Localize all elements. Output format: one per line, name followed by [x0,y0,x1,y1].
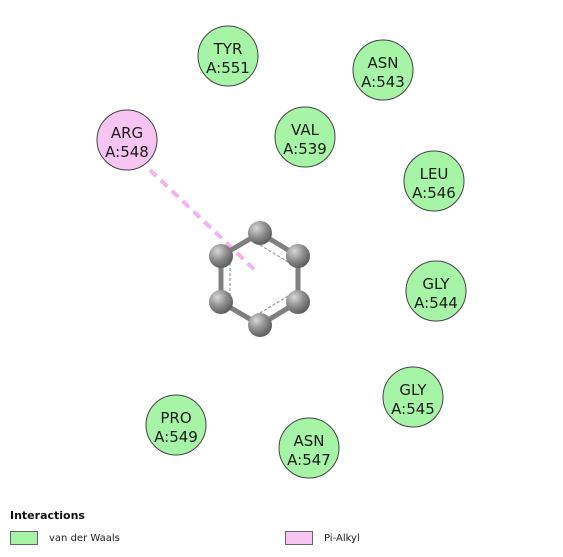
aromatic-bond [259,244,289,263]
aromatic-bond [259,295,289,314]
residue-circle [145,394,207,456]
residue-name: VAL [291,121,320,139]
carbon-atom [209,290,233,314]
residue-name: ASN [293,432,324,450]
residue-circle [405,260,467,322]
carbon-atom [286,244,310,268]
legend-label-van-der-waals: van der Waals [49,532,120,544]
residue-name: ASN [367,54,398,72]
residue-node: LEU A:546 [403,150,465,212]
residue-node: GLY A:545 [382,366,444,428]
residue-name: TYR [213,40,243,58]
residue-id: A:543 [361,73,405,91]
ligand-benzene-ring [209,221,310,337]
carbon-atom [286,290,310,314]
residue-node: ARG A:548 [96,109,158,171]
residue-circle [403,150,465,212]
residue-id: A:544 [414,294,458,312]
pi-alkyl-interaction-line [148,168,259,274]
legend-label-pi-alkyl: Pi-Alkyl [324,532,360,544]
legend-item-pi-alkyl: Pi-Alkyl [285,530,360,546]
residue-circle [352,39,414,101]
residue-name: PRO [160,409,191,427]
carbon-atom [209,244,233,268]
residue-node: VAL A:539 [274,106,336,168]
residue-node: PRO A:549 [145,394,207,456]
carbon-atom [248,221,272,245]
residue-name: LEU [420,165,449,183]
legend: Interactions van der Waals Pi-Alkyl [0,500,563,557]
residue-node: ASN A:547 [278,417,340,479]
residue-id: A:549 [154,428,198,446]
residue-circle [274,106,336,168]
residue-circle [197,25,259,87]
residue-name: ARG [111,124,143,142]
residue-name: GLY [422,275,450,293]
residue-id: A:551 [206,59,250,77]
residue-id: A:548 [105,143,149,161]
residue-circle [278,417,340,479]
residue-circle [382,366,444,428]
residue-node: ASN A:543 [352,39,414,101]
legend-title: Interactions [10,509,85,522]
residue-id: A:539 [283,140,327,158]
legend-item-van-der-waals: van der Waals [10,530,120,546]
residue-circle [96,109,158,171]
residue-id: A:546 [412,184,456,202]
residue-name: GLY [399,381,427,399]
residue-id: A:547 [287,451,331,469]
carbon-atom [248,313,272,337]
residue-node: TYR A:551 [197,25,259,87]
legend-swatch-pi-alkyl [285,531,313,545]
residue-node: GLY A:544 [405,260,467,322]
residue-id: A:545 [391,400,435,418]
legend-swatch-van-der-waals [10,531,38,545]
